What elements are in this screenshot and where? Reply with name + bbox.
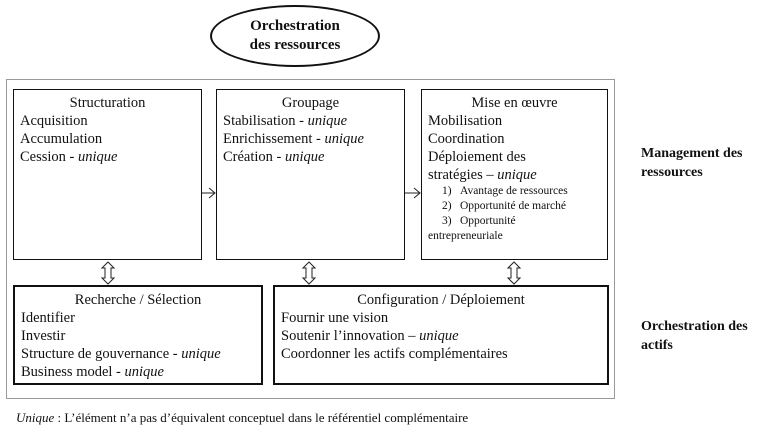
groupage-item: Enrichissement - unique	[223, 130, 398, 148]
configuration-item: Soutenir l’innovation – unique	[281, 327, 601, 345]
recherche-item-text: Business model -	[21, 364, 125, 380]
strategies-text: stratégies –	[428, 167, 498, 183]
configuration-item-text: Fournir une vision	[281, 310, 389, 326]
cession-label: Cession -	[20, 149, 78, 165]
groupage-item: Stabilisation - unique	[223, 112, 398, 130]
management-label-line-1: Management des	[641, 146, 743, 161]
ellipse-line-2: des ressources	[249, 37, 341, 53]
subitem-text: Avantage de ressources	[460, 185, 568, 197]
mise-en-oeuvre-strategies: stratégies – unique	[428, 166, 601, 184]
orchestration-label-line-2: actifs	[641, 338, 673, 353]
recherche-item-tag: unique	[124, 364, 164, 380]
configuration-item: Fournir une vision	[281, 309, 601, 327]
configuration-deploiement-box: Configuration / Déploiement Fournir une …	[273, 285, 609, 385]
ellipse-line-1: Orchestration	[250, 18, 340, 34]
structuration-item-cession: Cession - unique	[20, 148, 195, 166]
mise-en-oeuvre-item-mobilisation: Mobilisation	[428, 113, 503, 129]
configuration-item-text: Soutenir l’innovation –	[281, 328, 420, 344]
strategies-unique-tag: unique	[497, 167, 537, 183]
management-label-line-2: ressources	[641, 165, 703, 180]
cession-unique-tag: unique	[78, 149, 118, 165]
configuration-title: Configuration / Déploiement	[357, 292, 525, 308]
recherche-item: Business model - unique	[21, 363, 255, 381]
recherche-item: Structure de gouvernance - unique	[21, 345, 255, 363]
mise-en-oeuvre-item-deploiement: Déploiement des	[428, 149, 526, 165]
subitem-entrepreneuriale: 3) Opportunité	[428, 214, 601, 229]
management-ressources-label: Management des ressources	[641, 144, 743, 182]
mise-en-oeuvre-title: Mise en œuvre	[471, 95, 558, 111]
mise-en-oeuvre-item-coordination: Coordination	[428, 131, 505, 147]
footnote-text: : L’élément n’a pas d’équivalent concept…	[54, 410, 469, 425]
subitem-marche: 2) Opportunité de marché	[428, 199, 601, 214]
subitem-text: Opportunité	[460, 215, 516, 227]
recherche-item: Investir	[21, 327, 255, 345]
recherche-item: Identifier	[21, 309, 255, 327]
footnote-term: Unique	[16, 410, 55, 425]
structuration-item-accumulation: Accumulation	[20, 131, 103, 147]
subitem-number: 3)	[442, 215, 452, 227]
orchestration-actifs-label: Orchestration des actifs	[641, 317, 748, 355]
recherche-item-text: Identifier	[21, 310, 75, 326]
mise-en-oeuvre-box: Mise en œuvre Mobilisation Coordination …	[421, 89, 608, 260]
structuration-title: Structuration	[69, 95, 146, 111]
groupage-item-text: Stabilisation -	[223, 113, 308, 129]
recherche-item-tag: unique	[181, 346, 221, 362]
arrow-groupage-to-mise-en-oeuvre	[405, 187, 421, 199]
structuration-item-acquisition: Acquisition	[20, 113, 88, 129]
structuration-box: Structuration Acquisition Accumulation C…	[13, 89, 202, 260]
subitem-entrepreneuriale-cont: entrepreneuriale	[428, 230, 503, 242]
groupage-box: Groupage Stabilisation - unique Enrichis…	[216, 89, 405, 260]
subitem-avantage: 1) Avantage de ressources	[428, 184, 601, 199]
outer-frame	[6, 79, 615, 399]
double-arrow-right	[506, 261, 522, 285]
subitem-number: 2)	[442, 200, 452, 212]
recherche-item-text: Investir	[21, 328, 66, 344]
configuration-item-text: Coordonner les actifs complémentaires	[281, 346, 508, 362]
recherche-selection-box: Recherche / Sélection Identifier Investi…	[13, 285, 263, 385]
groupage-title: Groupage	[281, 95, 340, 111]
recherche-item-text: Structure de gouvernance -	[21, 346, 182, 362]
groupage-item-tag: unique	[324, 131, 364, 147]
groupage-item-text: Enrichissement -	[223, 131, 325, 147]
groupage-item-text: Création -	[223, 149, 286, 165]
double-arrow-middle	[301, 261, 317, 285]
configuration-item-tag: unique	[419, 328, 459, 344]
arrow-structuration-to-groupage	[202, 187, 216, 199]
orchestration-ressources-ellipse: Orchestration des ressources	[210, 5, 380, 67]
configuration-item: Coordonner les actifs complémentaires	[281, 345, 601, 363]
recherche-title: Recherche / Sélection	[74, 292, 202, 308]
footnote: Unique : L’élément n’a pas d’équivalent …	[16, 410, 468, 426]
double-arrow-left	[100, 261, 116, 285]
groupage-item: Création - unique	[223, 148, 398, 166]
groupage-item-tag: unique	[307, 113, 348, 129]
subitem-text: Opportunité de marché	[460, 200, 567, 212]
subitem-number: 1)	[442, 185, 452, 197]
groupage-item-tag: unique	[285, 149, 325, 165]
orchestration-label-line-1: Orchestration des	[641, 319, 748, 334]
